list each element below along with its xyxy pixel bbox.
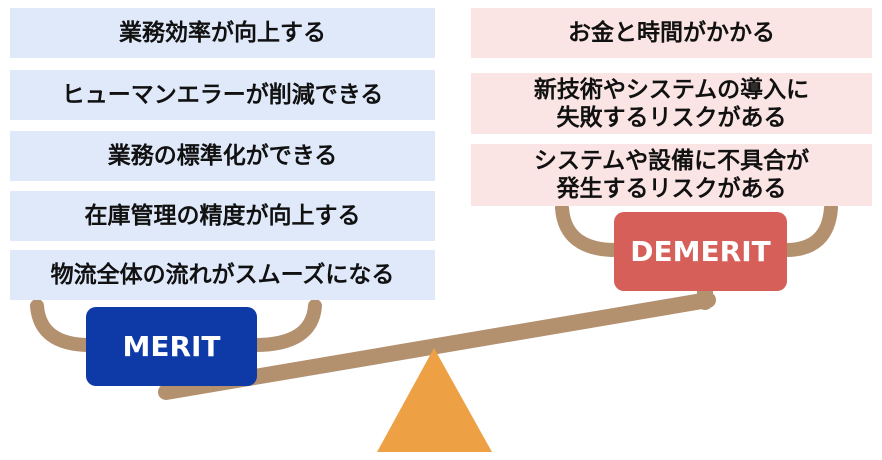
demerit-item: システムや設備に不具合が 発生するリスクがある [471,144,872,206]
merit-item-text: 業務効率が向上する [119,20,326,46]
demerit-label: DEMERIT [614,212,787,291]
merit-item: ヒューマンエラーが削減できる [10,70,435,120]
merit-item: 物流全体の流れがスムーズになる [10,250,435,300]
demerit-item-text: 発生するリスクがある [556,176,787,202]
merit-label: MERIT [86,307,257,386]
merit-item: 業務の標準化ができる [10,131,435,181]
demerit-pan [555,201,838,257]
merit-item: 業務効率が向上する [10,8,435,58]
merit-item-text: 業務の標準化ができる [107,143,338,169]
demerit-item-text: 失敗するリスクがある [556,104,787,131]
demerit-item-text: システムや設備に不具合が [533,148,810,174]
merit-item-text: 物流全体の流れがスムーズになる [50,262,395,288]
merit-item-text: 在庫管理の精度が向上する [84,203,361,229]
merit-item: 在庫管理の精度が向上する [10,191,435,241]
demerit-item: 新技術やシステムの導入に 失敗するリスクがある [471,73,872,134]
demerit-item-text: 新技術やシステムの導入に [533,76,810,103]
fulcrum-triangle [377,348,492,452]
merit-pan [30,299,322,352]
merit-item-text: ヒューマンエラーが削減できる [61,82,384,108]
demerit-item: お金と時間がかかる [471,8,872,58]
demerit-item-text: お金と時間がかかる [568,20,775,46]
